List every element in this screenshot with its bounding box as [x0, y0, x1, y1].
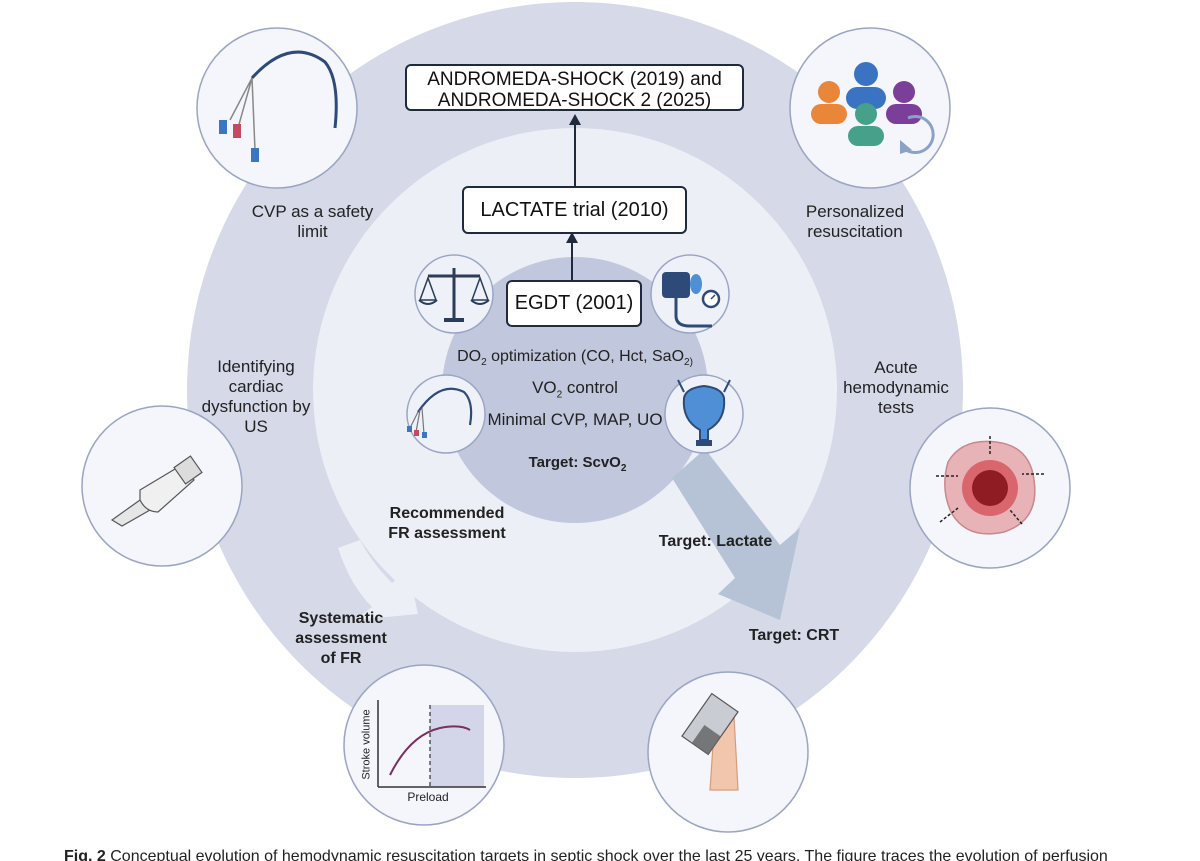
ultrasound-probe-icon — [81, 405, 243, 567]
arrow-egdt-to-lactate — [566, 232, 578, 282]
andromeda-line-2: ANDROMEDA-SHOCK 2 (2025) — [437, 90, 712, 111]
personalized-resuscitation-label: Personalized resuscitation — [785, 202, 925, 242]
do2-prefix: DO — [457, 348, 482, 365]
target-scvo2-text: Target: ScvO2 — [500, 453, 655, 479]
egdt-label: EGDT (2001) — [514, 292, 634, 314]
recommended-line-1: Recommended — [389, 505, 505, 522]
identifying-line-4: US — [244, 417, 268, 436]
caption-text: Conceptual evolution of hemodynamic resu… — [110, 848, 1108, 861]
target-scvo2-sub: 2 — [620, 463, 627, 474]
recommended-fr-assessment-label: Recommended FR assessment — [376, 504, 518, 544]
personalized-line-1: Personalized — [805, 202, 905, 221]
identifying-line-2: cardiac — [228, 377, 284, 396]
target-lactate-label: Target: Lactate — [658, 533, 773, 550]
systematic-line-3: of FR — [320, 650, 362, 667]
do2-sub: 2 — [481, 357, 487, 369]
bladder-icon — [664, 374, 744, 454]
arrow-lactate-to-andromeda — [569, 114, 581, 186]
identifying-cardiac-dysfunction-label: Identifying cardiac dysfunction by US — [190, 357, 322, 437]
acute-hemodynamic-tests-label: Acute hemodynamic tests — [833, 358, 959, 418]
figure-caption: Fig. 2 Conceptual evolution of hemodynam… — [64, 848, 1108, 861]
target-crt-arrow — [672, 449, 800, 620]
acute-line-3: tests — [878, 398, 914, 417]
minimal-cvp-text: Minimal CVP, MAP, UO — [487, 410, 663, 429]
do2-optimization-text: DO2 optimization (CO, Hct, SaO2) — [430, 347, 720, 373]
target-crt-label: Target: CRT — [748, 627, 840, 644]
andromeda-shock-box: ANDROMEDA-SHOCK (2019) and ANDROMEDA-SHO… — [405, 64, 744, 111]
people-group-icon — [789, 27, 951, 189]
vo2-sub: 2 — [556, 389, 563, 401]
systematic-line-2: assessment — [295, 630, 387, 647]
personalized-line-2: resuscitation — [807, 222, 903, 241]
systematic-assessment-fr-label: Systematic assessment of FR — [282, 609, 400, 669]
caption-fig-label: Fig. 2 — [64, 848, 106, 861]
cvp-line-2: limit — [297, 222, 328, 241]
heart-cross-section-icon — [909, 407, 1071, 569]
scale-icon — [414, 254, 494, 334]
lactate-trial-label: LACTATE trial (2010) — [480, 199, 669, 221]
blood-pressure-monitor-icon — [650, 254, 730, 334]
graph-ylabel: Stroke volume — [360, 709, 373, 780]
andromeda-line-1: ANDROMEDA-SHOCK (2019) and — [427, 69, 722, 90]
central-venous-catheter-icon — [196, 27, 358, 189]
capillary-refill-finger-icon — [647, 671, 809, 833]
do2-mid: optimization (CO, Hct, SaO — [486, 348, 685, 365]
cvp-line-1: CVP as a safety — [251, 202, 374, 221]
catheter-small-icon — [406, 374, 486, 454]
acute-line-1: Acute — [874, 358, 918, 377]
identifying-line-1: Identifying — [217, 357, 295, 376]
graph-xlabel: Preload — [407, 790, 449, 804]
acute-line-2: hemodynamic — [843, 378, 949, 397]
target-scvo2-prefix: Target: ScvO — [528, 454, 621, 471]
systematic-line-1: Systematic — [298, 610, 384, 627]
vo2-prefix: VO — [532, 378, 557, 397]
frank-starling-graph-icon — [343, 664, 505, 826]
systematic-fr-arrow — [338, 540, 418, 620]
lactate-trial-box: LACTATE trial (2010) — [462, 186, 687, 234]
recommended-line-2: FR assessment — [388, 525, 506, 542]
vo2-control-text: VO2 control — [500, 378, 650, 405]
identifying-line-3: dysfunction by — [201, 397, 311, 416]
do2-sub2: 2) — [684, 357, 693, 369]
vo2-suffix: control — [562, 378, 618, 397]
egdt-box: EGDT (2001) — [506, 280, 642, 327]
cvp-safety-limit-label: CVP as a safety limit — [230, 202, 395, 242]
